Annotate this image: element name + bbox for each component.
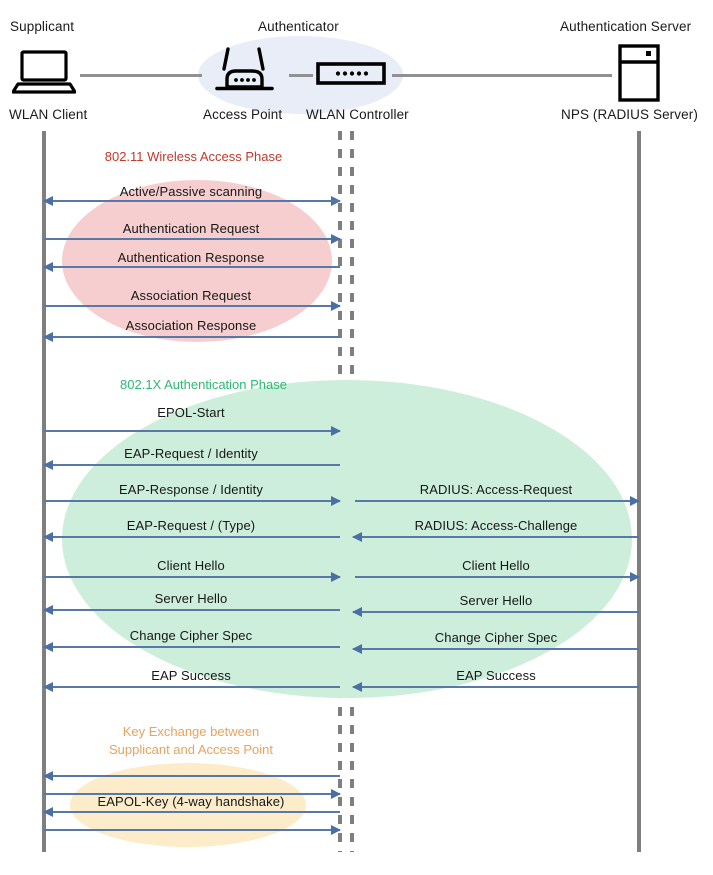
lifeline-nps-radius-server [637,131,641,852]
message-arrow-key-exchange-2 [44,789,341,799]
message-arrow-change-cipher-spec-right [352,644,639,654]
message-arrow-active-passive-scanning-left [43,196,340,206]
actor-label-wlan-client: WLAN Client [9,107,88,122]
message-label-client-hello-left: Client Hello [157,558,225,573]
message-label-authentication-request: Authentication Request [122,221,260,236]
message-label-server-hello-right: Server Hello [459,593,533,608]
lifeline-supplicant [42,131,46,852]
message-label-eap-response-identity: EAP-Response / Identity [119,482,263,497]
message-arrow-server-hello-right [352,607,639,617]
message-label-eapol-key-4way-handshake: EAPOL-Key (4-way handshake) [97,794,285,809]
message-label-client-hello-right: Client Hello [462,558,530,573]
actor-role-authentication-server: Authentication Server [560,19,692,34]
message-arrow-change-cipher-spec-left [43,642,340,652]
actor-label-wlan-controller: WLAN Controller [306,107,409,122]
message-label-authentication-response: Authentication Response [117,250,265,265]
actor-label-nps-radius-server: NPS (RADIUS Server) [561,107,698,122]
message-label-server-hello-left: Server Hello [154,591,228,606]
message-label-radius-access-challenge: RADIUS: Access-Challenge [414,518,578,533]
message-arrow-eap-request-type [43,532,340,542]
message-arrow-association-response [43,332,340,342]
message-arrow-client-hello-right [355,572,640,582]
wlan-controller-icon [316,61,386,87]
message-label-eapol-start: EPOL-Start [157,405,225,420]
message-arrow-client-hello-left [44,572,341,582]
laptop-icon [11,50,77,94]
message-arrow-server-hello-left [43,605,340,615]
actor-label-access-point: Access Point [203,107,283,122]
actor-role-supplicant: Supplicant [10,19,75,34]
phase-ellipse-key-exchange [70,763,306,847]
wire-controller-to-nps [392,74,612,77]
message-arrow-authentication-request [44,234,341,244]
message-label-eap-request-identity: EAP-Request / Identity [124,446,258,461]
wire-client-to-ap [80,74,202,77]
phase-label-key-exchange-line2: Supplicant and Access Point [108,742,274,757]
phase-label-dot1x-authentication: 802.1X Authentication Phase [120,377,287,392]
message-arrow-association-request [44,301,341,311]
wire-ap-to-controller [289,74,313,77]
server-rack-icon [618,44,660,102]
message-arrow-eapol-start [44,426,341,436]
message-label-association-response: Association Response [125,318,257,333]
message-arrow-authentication-response [43,262,340,272]
message-arrow-eap-response-identity [44,496,341,506]
message-label-association-request: Association Request [130,288,252,303]
message-label-change-cipher-spec-right: Change Cipher Spec [434,630,558,645]
message-arrow-radius-access-challenge [352,532,639,542]
message-label-change-cipher-spec-left: Change Cipher Spec [129,628,253,643]
wireless-router-icon [214,47,276,97]
message-arrow-eap-success-left [43,682,340,692]
phase-ellipse-dot1x-authentication [62,380,632,698]
actor-role-authenticator: Authenticator [258,19,339,34]
message-label-radius-access-request: RADIUS: Access-Request [419,482,573,497]
message-label-eap-success-right: EAP Success [456,668,536,683]
phase-label-wireless-access: 802.11 Wireless Access Phase [104,149,283,164]
message-arrow-key-exchange-3 [43,807,340,817]
message-label-active-passive-scanning: Active/Passive scanning [119,184,263,199]
message-arrow-eap-success-right [352,682,639,692]
phase-ellipse-wireless-access [62,180,332,342]
message-label-eap-request-type: EAP-Request / (Type) [126,518,256,533]
message-arrow-key-exchange-4 [44,825,341,835]
message-arrow-eap-request-identity [43,460,340,470]
message-label-eap-success-left: EAP Success [151,668,231,683]
message-arrow-key-exchange-1 [43,771,340,781]
message-arrow-radius-access-request [355,496,640,506]
phase-label-key-exchange-line1: Key Exchange between [122,724,260,739]
